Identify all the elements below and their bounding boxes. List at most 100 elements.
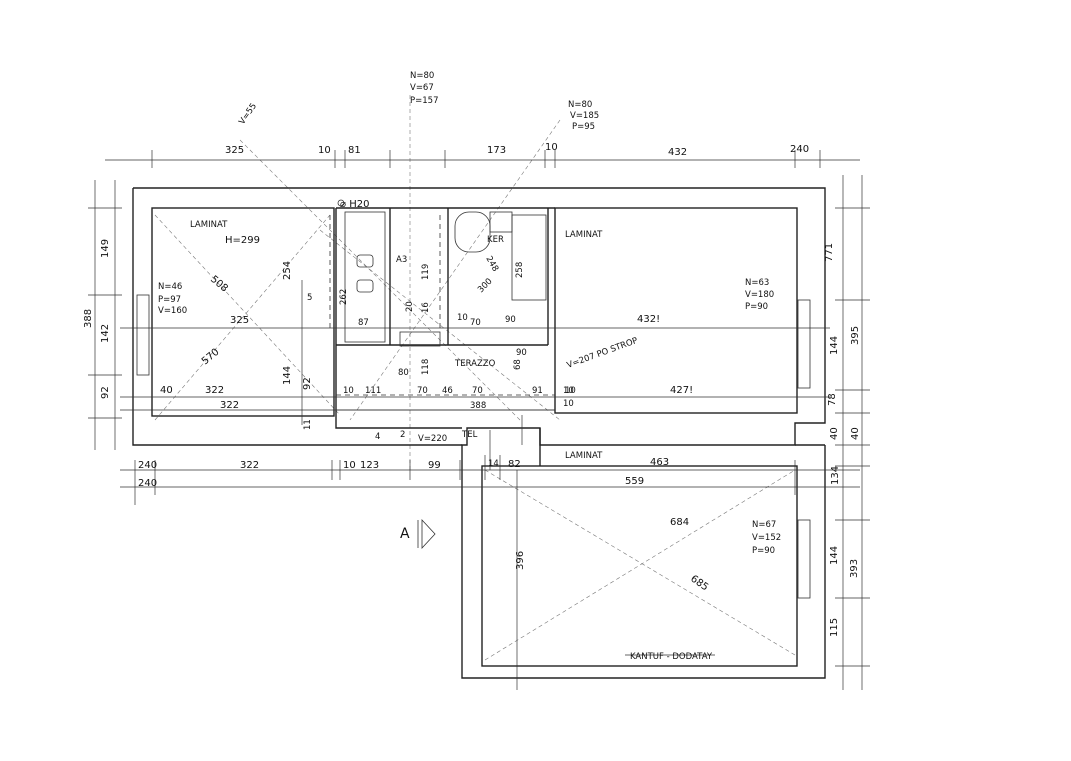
walls <box>132 187 826 679</box>
north-arrow-label: A <box>400 526 410 542</box>
room-left-diag1: 508 <box>208 274 230 295</box>
hall-68: 68 <box>513 359 523 370</box>
room-left-n: N=46 <box>158 282 182 292</box>
bottom-dim-10: 240 <box>138 478 157 489</box>
room-left-w2: 322 <box>205 385 224 396</box>
room-bottom-p: P=90 <box>752 546 775 556</box>
hall-w10: 90 <box>516 348 527 358</box>
left-dim-2: 388 <box>83 309 94 328</box>
sight-b2: V=67 <box>410 83 434 93</box>
bottom-dim-2: 322 <box>240 460 259 471</box>
hall-w5: 70 <box>472 386 483 396</box>
sight-c2: V=185 <box>570 111 599 121</box>
right-dim-9: 393 <box>849 559 860 578</box>
hall-w9: 80 <box>398 368 409 378</box>
room-left-w1: 325 <box>230 315 249 326</box>
room-right-p: P=90 <box>745 302 768 312</box>
right-dim-7: 134 <box>830 466 841 485</box>
core-119: 119 <box>421 264 431 280</box>
sight-c3: P=95 <box>572 122 595 132</box>
bottom-dim-7: 82 <box>508 459 521 470</box>
bottom-dim-5: 99 <box>428 460 441 471</box>
room-right-w4: 10 <box>563 399 574 409</box>
top-dim-1: 325 <box>225 145 244 156</box>
right-dim-5: 40 <box>829 427 840 440</box>
north-arrow-icon <box>417 518 436 550</box>
core-heater: ⌀ H20 <box>340 199 369 210</box>
room-left-height: H=299 <box>225 235 260 246</box>
room-right-w2: 427! <box>670 385 693 396</box>
top-dim-3: 81 <box>348 145 361 156</box>
core-248: 248 <box>483 255 500 274</box>
hall-w2: 111 <box>365 386 381 396</box>
core-kitchen-label: A3 <box>396 255 407 265</box>
hall-h2: 2 <box>400 430 405 440</box>
dimension-lines <box>88 150 870 690</box>
bottom-dim-8: 463 <box>650 457 669 468</box>
hall-h11: 11 <box>303 419 313 430</box>
right-dim-10: 115 <box>829 618 840 637</box>
top-dim-2: 10 <box>318 145 331 156</box>
core-5: 5 <box>307 293 312 303</box>
room-right-n: N=63 <box>745 278 769 288</box>
hall-h4: 4 <box>375 432 380 442</box>
bottom-dim-4: 123 <box>360 460 379 471</box>
core-10: 10 <box>457 313 468 323</box>
room-right-v: V=180 <box>745 290 774 300</box>
room-left-v: V=160 <box>158 306 187 316</box>
hall-floor: TERAZZO <box>454 359 496 369</box>
right-dim-4: 78 <box>827 393 838 406</box>
bottom-dim-6: 14 <box>488 459 499 469</box>
bottom-dim-3: 10 <box>343 460 356 471</box>
room-right-w1: 432! <box>637 314 660 325</box>
top-dim-5: 10 <box>545 142 558 153</box>
core-fixtures <box>329 199 555 396</box>
top-dim-6: 432 <box>668 147 687 158</box>
hall-tel: TEL <box>461 430 478 440</box>
hall-w6: 91 <box>532 386 543 396</box>
room-left-diag2: 570 <box>200 347 222 368</box>
bottom-dim-1: 240 <box>138 460 157 471</box>
sight-b3: P=157 <box>410 96 438 106</box>
right-dim-8: 144 <box>829 546 840 565</box>
core-bath-label: KER <box>487 235 504 245</box>
hall-w1: 10 <box>343 386 354 396</box>
sight-a: V=55 <box>237 102 259 127</box>
right-dim-1: 771 <box>824 243 835 262</box>
room-left-h2: 92 <box>302 377 313 390</box>
room-left-w3: 322 <box>220 400 239 411</box>
room-bottom-diag2: 685 <box>688 573 710 593</box>
core-16: 16 <box>421 302 431 313</box>
room-right-w3: 10 <box>563 386 574 396</box>
top-dim-7: 240 <box>790 144 809 155</box>
core-87: 87 <box>358 318 369 328</box>
sight-c1: N=80 <box>568 100 592 110</box>
core-90: 90 <box>505 315 516 325</box>
left-dim-3: 142 <box>100 324 111 343</box>
core-300: 300 <box>476 277 495 296</box>
room-bottom-diag1: 684 <box>670 517 689 528</box>
room-bottom-skirting: KANTUF - DODATAY <box>630 652 713 662</box>
hall-w4: 46 <box>442 386 453 396</box>
left-dim-4: 92 <box>100 386 111 399</box>
sight-lines <box>154 95 796 661</box>
right-dim-2: 395 <box>850 326 861 345</box>
hall-118: 118 <box>421 359 431 375</box>
core-258: 258 <box>515 262 525 278</box>
room-left-h1: 254 <box>282 261 293 280</box>
room-left-p: P=97 <box>158 295 181 305</box>
hall-w8: 10 <box>565 386 576 396</box>
right-dim-6: 40 <box>850 427 861 440</box>
room-left-h3: 144 <box>282 366 293 385</box>
room-right-floor: LAMINAT <box>565 230 603 240</box>
hall-v220: V=220 <box>418 434 447 444</box>
sight-b1: N=80 <box>410 71 434 81</box>
bottom-dim-9: 559 <box>625 476 644 487</box>
room-bottom-h1: 396 <box>515 551 526 570</box>
room-bottom-n: N=67 <box>752 520 776 530</box>
room-bottom-floor: LAMINAT <box>565 451 603 461</box>
hall-w3: 70 <box>417 386 428 396</box>
core-262: 262 <box>339 289 349 305</box>
room-bottom-v: V=152 <box>752 533 781 543</box>
